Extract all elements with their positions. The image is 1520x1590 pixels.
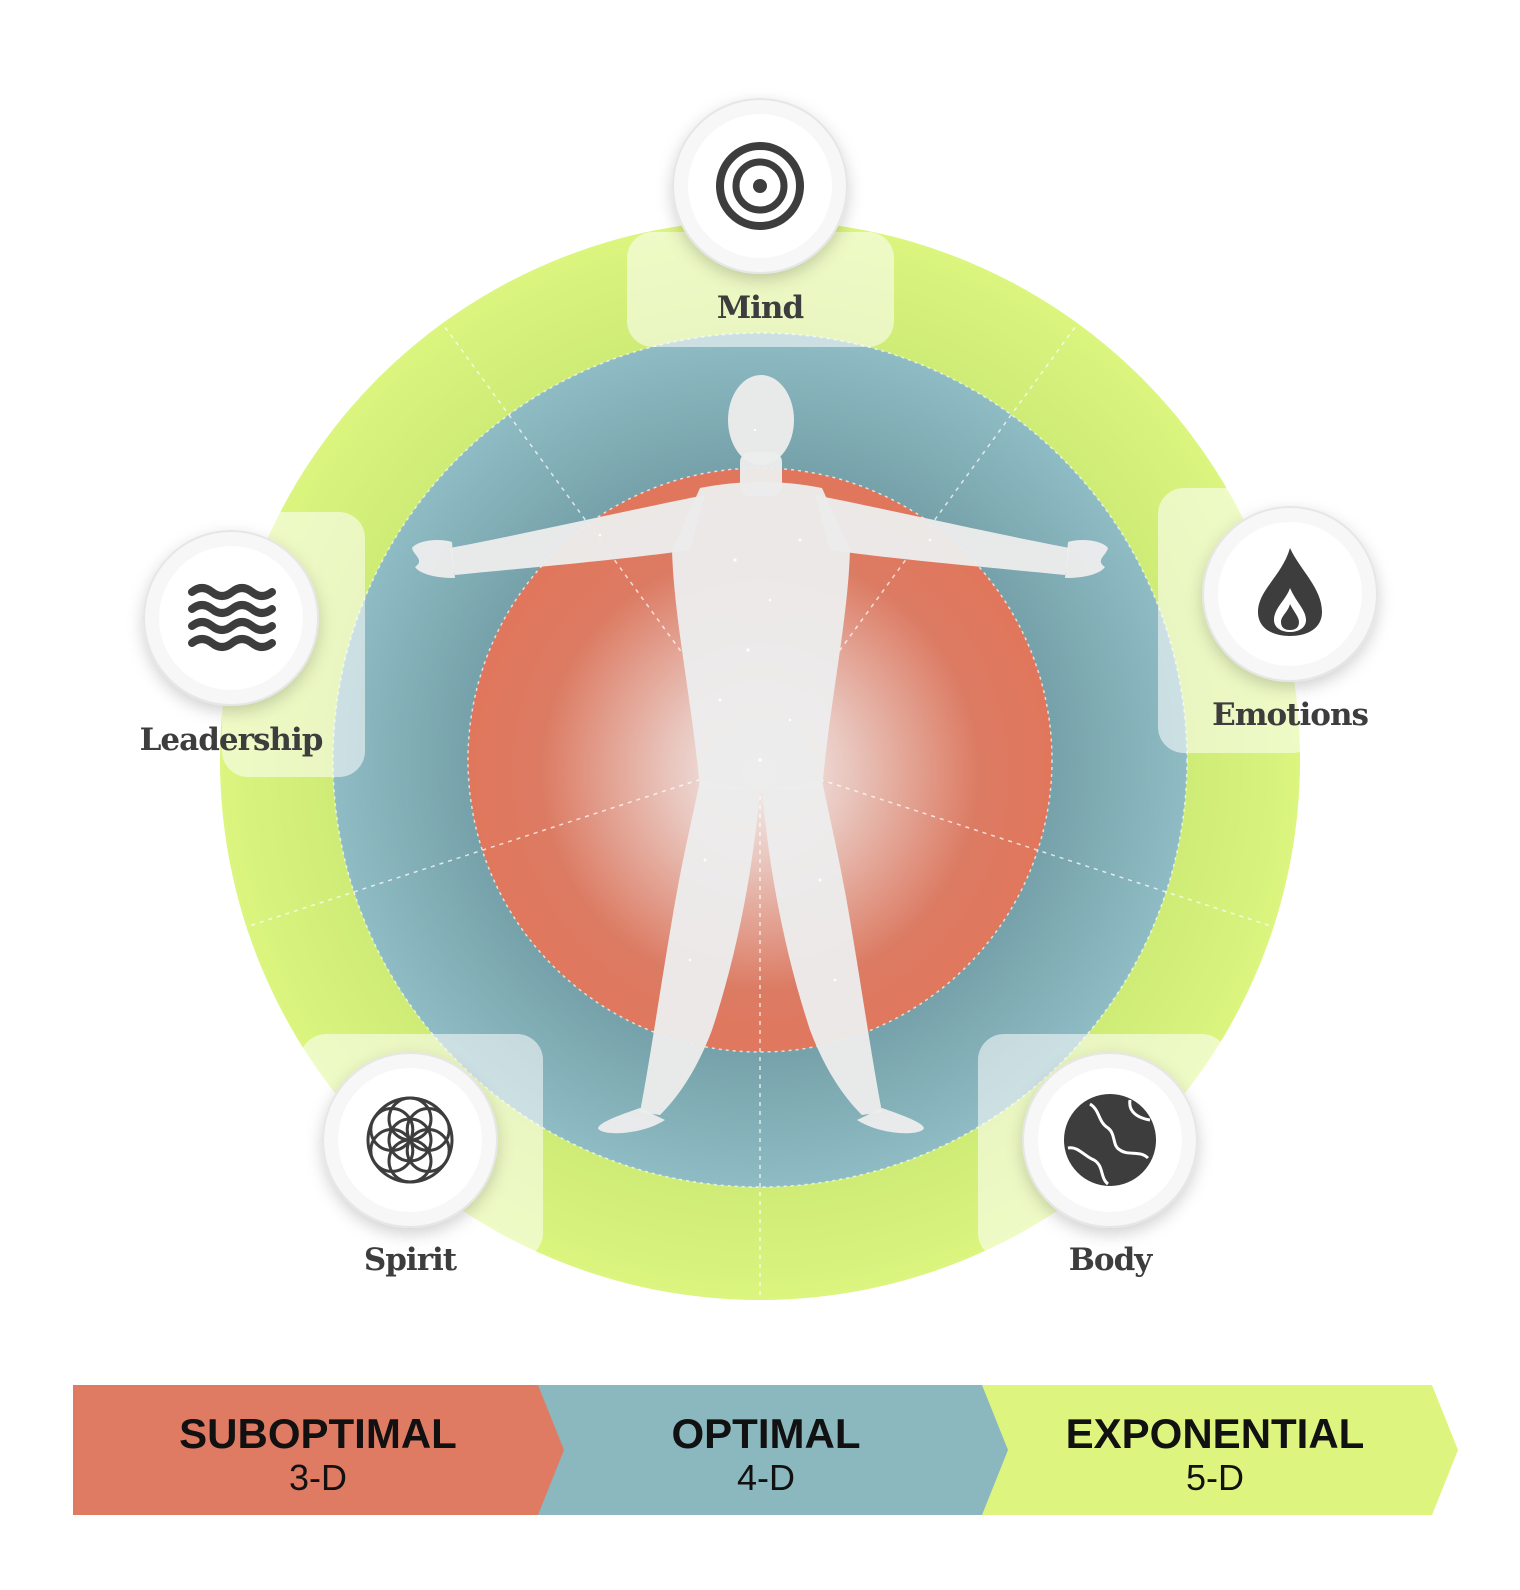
legend-optimal-sub: 4-D: [737, 1457, 795, 1498]
flame-icon: [1258, 548, 1322, 636]
sparkle: [798, 538, 802, 542]
globe-icon: [1064, 1094, 1156, 1186]
body-badge: [1022, 1052, 1198, 1228]
legend-bar: SUBOPTIMAL 3-D OPTIMAL 4-D EXPONENTIAL 5…: [73, 1385, 1458, 1515]
figure-right-leg: [762, 780, 882, 1115]
sparkle: [733, 558, 737, 562]
dimension-label-spirit: Spirit: [364, 1242, 458, 1278]
sparkle: [688, 958, 692, 962]
legend-optimal-title: OPTIMAL: [672, 1410, 861, 1457]
spiral-icon: [716, 142, 804, 230]
sparkle: [768, 598, 772, 602]
sparkle: [818, 878, 822, 882]
dimension-label-emotions: Emotions: [1212, 697, 1368, 733]
emotions-badge: [1202, 506, 1378, 682]
figure-head: [728, 375, 794, 465]
dimension-label-mind: Mind: [717, 290, 804, 326]
legend-optimal-arrow: [532, 1385, 1008, 1515]
figure-right-foot: [857, 1108, 924, 1134]
waves-icon: [188, 584, 276, 651]
sparkle: [753, 428, 757, 432]
sparkle: [928, 538, 932, 542]
sparkle: [758, 758, 762, 762]
legend-exponential-arrow: [975, 1385, 1458, 1515]
sparkle: [703, 858, 707, 862]
mind-panel: [627, 232, 894, 347]
dimension-label-body: Body: [1069, 1242, 1154, 1278]
leadership-badge: [143, 530, 319, 706]
legend-suboptimal-title: SUBOPTIMAL: [179, 1410, 457, 1457]
legend-exponential-sub: 5-D: [1186, 1457, 1244, 1498]
human-figure: [412, 375, 1108, 1134]
mind-badge: [672, 98, 848, 274]
figure-torso: [672, 482, 850, 790]
flower-of-life-icon: [366, 1096, 454, 1184]
sparkle: [833, 978, 837, 982]
sparkle: [788, 718, 792, 722]
figure-right-arm: [815, 495, 1070, 575]
sparkle: [598, 533, 602, 537]
legend-suboptimal-arrow: [73, 1385, 564, 1515]
sparkle: [746, 648, 750, 652]
figure-left-foot: [598, 1108, 665, 1134]
figure-sparkles: [598, 428, 932, 982]
leadership-badge-inner: [159, 546, 303, 690]
legend-suboptimal-sub: 3-D: [289, 1457, 347, 1498]
spirit-badge: [322, 1052, 498, 1228]
dimension-label-leadership: Leadership: [140, 722, 323, 758]
figure-right-hand: [1065, 540, 1108, 578]
sparkle: [718, 698, 722, 702]
figure-left-hand: [412, 540, 455, 578]
figure-left-arm: [450, 495, 705, 575]
figure-left-leg: [640, 780, 760, 1115]
legend-exponential-title: EXPONENTIAL: [1066, 1410, 1365, 1457]
